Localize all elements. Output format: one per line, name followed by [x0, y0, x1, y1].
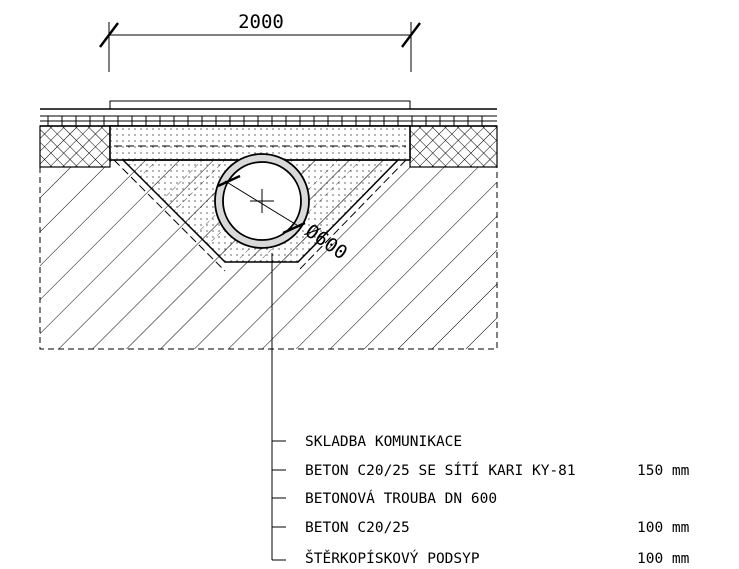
legend-item-label: BETON C20/25 SE SÍTÍ KARI KY-81	[305, 462, 576, 479]
paving-joints	[47, 116, 483, 126]
legend-item-label: BETONOVÁ TROUBA DN 600	[305, 490, 497, 507]
width-dimension: 2000	[99, 11, 421, 72]
legend: SKLADBA KOMUNIKACE BETON C20/25 SE SÍTÍ …	[305, 434, 690, 567]
legend-item-value: 150 mm	[637, 463, 690, 479]
concrete-pipe	[214, 153, 310, 249]
legend-item-value: 100 mm	[637, 551, 690, 567]
width-dimension-text: 2000	[238, 11, 284, 33]
legend-item-label: BETON C20/25	[305, 520, 410, 536]
legend-item-label: SKLADBA KOMUNIKACE	[305, 434, 462, 450]
legend-item-label: ŠTĚRKOPÍSKOVÝ PODSYP	[305, 549, 480, 567]
legend-item-value: 100 mm	[637, 520, 690, 536]
legend-leader	[271, 253, 286, 561]
